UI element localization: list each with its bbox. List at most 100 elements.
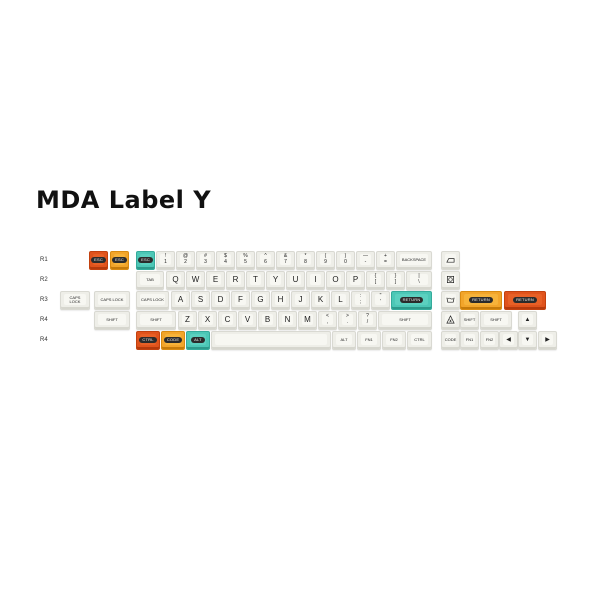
bracket-key-0[interactable]: {[	[366, 271, 385, 290]
esc-key-orange-dark[interactable]: ESC	[89, 251, 108, 270]
letter-key-J[interactable]: J	[291, 291, 310, 310]
letter-key-A[interactable]: A	[171, 291, 190, 310]
letter-key-E[interactable]: E	[206, 271, 225, 290]
key-legend: @	[182, 253, 189, 259]
letter-key-X[interactable]: X	[198, 311, 217, 330]
num-key-7[interactable]: &7	[276, 251, 295, 270]
shift-key-a[interactable]: SHIFT	[94, 311, 130, 330]
bleach-icon-key[interactable]	[441, 311, 460, 330]
key-legend: [	[374, 279, 377, 285]
letter-key-O[interactable]: O	[326, 271, 345, 290]
num-key-0[interactable]: )0	[336, 251, 355, 270]
punct-key-r4-1[interactable]: >.	[338, 311, 357, 330]
key-legend: .	[346, 319, 349, 325]
return-key-teal[interactable]: RETURN	[391, 291, 432, 310]
shift-key-b[interactable]: SHIFT	[136, 311, 176, 330]
fn2-key-b[interactable]: FN2	[480, 331, 499, 350]
return-key-orange[interactable]: RETURN	[460, 291, 502, 310]
punct-key-0[interactable]: :;	[351, 291, 370, 310]
key-legend: ▲	[524, 316, 531, 323]
letter-key-C[interactable]: C	[218, 311, 237, 330]
key-legend: E	[212, 274, 219, 284]
letter-key-H[interactable]: H	[271, 291, 290, 310]
letter-key-S[interactable]: S	[191, 291, 210, 310]
key-legend: ALT	[340, 336, 348, 342]
esc-key-teal[interactable]: ESC	[136, 251, 155, 270]
key-legend: 7	[284, 259, 287, 265]
pipe-key-wide[interactable]: |\	[406, 271, 432, 290]
arrow-right-key[interactable]: ▶	[538, 331, 557, 350]
letter-key-R[interactable]: R	[226, 271, 245, 290]
num-key-1[interactable]: !1	[156, 251, 175, 270]
letter-key-Z[interactable]: Z	[178, 311, 197, 330]
punct-key-1[interactable]: "'	[371, 291, 390, 310]
num-key-3[interactable]: #3	[196, 251, 215, 270]
key-legend: SHIFT	[490, 316, 502, 322]
ctrl-key[interactable]: CTRL	[407, 331, 432, 350]
letter-key-F[interactable]: F	[231, 291, 250, 310]
punct-key-r4-2[interactable]: ?/	[358, 311, 377, 330]
letter-key-K[interactable]: K	[311, 291, 330, 310]
bracket-key-1[interactable]: }]	[386, 271, 405, 290]
num-key-5[interactable]: %5	[236, 251, 255, 270]
return-key-orange-dark[interactable]: RETURN	[504, 291, 546, 310]
shift-key-c[interactable]: SHIFT	[378, 311, 432, 330]
key-legend: H	[277, 294, 284, 304]
letter-key-I[interactable]: I	[306, 271, 325, 290]
esc-key-orange[interactable]: ESC	[110, 251, 129, 270]
letter-key-T[interactable]: T	[246, 271, 265, 290]
fn1-key-b[interactable]: FN1	[460, 331, 479, 350]
shift-key-d[interactable]: SHIFT	[460, 311, 479, 330]
alt-key-teal[interactable]: ALT	[186, 331, 210, 350]
spacebar-key[interactable]	[211, 331, 331, 350]
key-legend: >	[346, 313, 349, 319]
arrow-down-key[interactable]: ▼	[518, 331, 537, 350]
key-legend: ?	[366, 313, 369, 319]
num-key-4[interactable]: $4	[216, 251, 235, 270]
letter-key-V[interactable]: V	[238, 311, 257, 330]
arrow-up-key[interactable]: ▲	[518, 311, 537, 330]
caps-lock-key-a[interactable]: CAPS LOCK	[60, 291, 90, 310]
key-legend: #	[204, 253, 207, 259]
num-key-8[interactable]: *8	[296, 251, 315, 270]
num-key-9[interactable]: (9	[316, 251, 335, 270]
letter-key-M[interactable]: M	[298, 311, 317, 330]
num-key-2[interactable]: @2	[176, 251, 195, 270]
fn1-key[interactable]: FN1	[357, 331, 381, 350]
letter-key-U[interactable]: U	[286, 271, 305, 290]
arrow-left-key[interactable]: ◀	[499, 331, 518, 350]
letter-key-L[interactable]: L	[331, 291, 350, 310]
dryer-icon-key[interactable]	[441, 271, 460, 290]
letter-key-W[interactable]: W	[186, 271, 205, 290]
letter-key-G[interactable]: G	[251, 291, 270, 310]
num-key--[interactable]: —-	[356, 251, 375, 270]
key-legend: +	[384, 253, 387, 259]
code-key[interactable]: CODE	[441, 331, 460, 350]
letter-key-Q[interactable]: Q	[166, 271, 185, 290]
ctrl-key-orange-dark[interactable]: CTRL	[136, 331, 160, 350]
alt-key[interactable]: ALT	[332, 331, 356, 350]
num-key-6[interactable]: ^6	[256, 251, 275, 270]
key-legend: |	[418, 273, 420, 279]
punct-key-r4-0[interactable]: <,	[318, 311, 337, 330]
caps-lock-key-b[interactable]: CAPS LOCK	[94, 291, 130, 310]
caps-lock-key-c[interactable]: CAPS LOCK	[136, 291, 169, 310]
code-key-orange[interactable]: CODE	[161, 331, 185, 350]
letter-key-N[interactable]: N	[278, 311, 297, 330]
key-legend: Z	[185, 314, 190, 324]
backspace-key[interactable]: BACKSPACE	[396, 251, 432, 270]
letter-key-Y[interactable]: Y	[266, 271, 285, 290]
shift-key-e[interactable]: SHIFT	[480, 311, 512, 330]
iron-icon-key[interactable]	[441, 251, 460, 270]
letter-key-B[interactable]: B	[258, 311, 277, 330]
key-legend: RETURN	[513, 296, 537, 303]
num-key-=[interactable]: +=	[376, 251, 395, 270]
letter-key-D[interactable]: D	[211, 291, 230, 310]
wash-icon-key[interactable]	[441, 291, 460, 310]
fn2-key[interactable]: FN2	[382, 331, 406, 350]
key-legend: S	[197, 294, 204, 304]
key-legend: (	[324, 253, 327, 259]
key-legend: ESC	[138, 256, 153, 263]
letter-key-P[interactable]: P	[346, 271, 365, 290]
tab-key[interactable]: TAB	[136, 271, 164, 290]
